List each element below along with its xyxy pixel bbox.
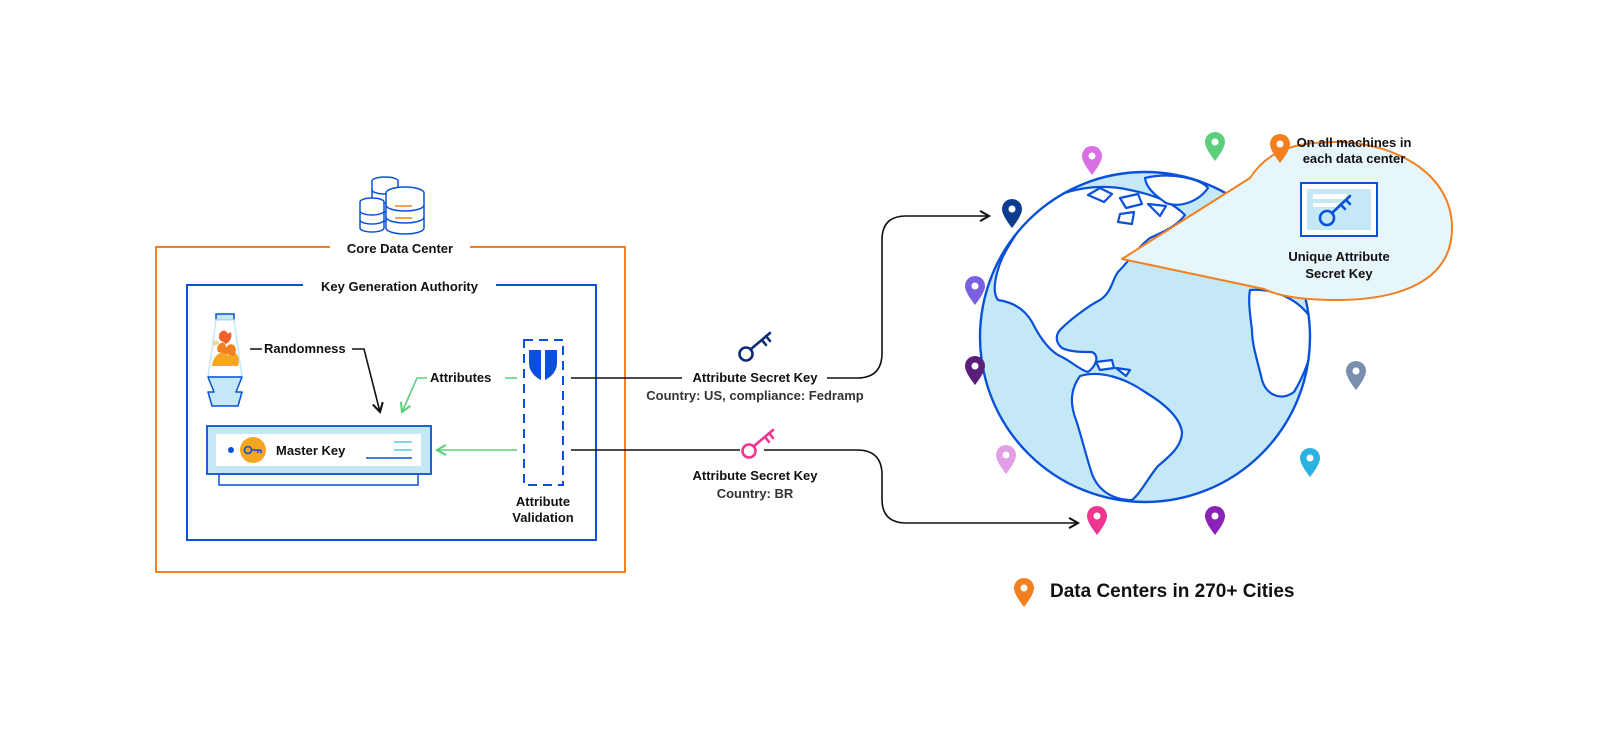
callout-header-line2: each data center bbox=[1302, 151, 1406, 166]
br-key-label: Attribute Secret Key Country: BR bbox=[665, 468, 845, 502]
key-icon-navy bbox=[738, 331, 772, 362]
br-key-subtitle: Country: BR bbox=[716, 486, 794, 501]
legend-label: Data Centers in 270+ Cities bbox=[1050, 581, 1295, 602]
pin-icon bbox=[1346, 361, 1366, 390]
callout-bubble bbox=[1121, 141, 1453, 301]
legend-pin-icon bbox=[1014, 578, 1034, 607]
key-icon-pink bbox=[741, 428, 775, 459]
attributes-label: Attributes bbox=[430, 370, 492, 385]
attribute-validation-label: Attribute Validation bbox=[503, 494, 583, 526]
callout-key-line1: Unique Attribute bbox=[1288, 249, 1390, 264]
callout-header: On all machines in each data center bbox=[1284, 135, 1424, 167]
pin-icon bbox=[965, 356, 985, 385]
master-key-label: Master Key bbox=[276, 443, 346, 458]
pin-icon bbox=[1300, 448, 1320, 477]
randomness-arrow bbox=[250, 348, 380, 412]
pin-icon bbox=[996, 445, 1016, 474]
attribute-validation-line2: Validation bbox=[512, 510, 574, 525]
certificate-icon bbox=[1300, 182, 1378, 237]
br-key-connector bbox=[571, 449, 1078, 523]
callout-key-label: Unique Attribute Secret Key bbox=[1279, 248, 1399, 282]
pin-icon bbox=[1002, 199, 1022, 228]
attribute-validation-box bbox=[523, 339, 564, 486]
pin-icon bbox=[965, 276, 985, 305]
callout-key-line2: Secret Key bbox=[1305, 266, 1373, 281]
master-key-icon bbox=[240, 437, 266, 463]
us-key-label: Attribute Secret Key Country: US, compli… bbox=[635, 370, 875, 404]
map-pins bbox=[965, 132, 1366, 607]
shield-divider bbox=[541, 349, 545, 382]
pin-icon bbox=[1082, 146, 1102, 175]
database-icon bbox=[359, 176, 425, 235]
attributes-arrow bbox=[402, 377, 517, 412]
core-data-center-title: Core Data Center bbox=[330, 241, 470, 257]
lava-lamp-icon bbox=[207, 313, 243, 407]
attribute-validation-line1: Attribute bbox=[515, 494, 571, 509]
pin-icon bbox=[1087, 506, 1107, 535]
br-key-title: Attribute Secret Key bbox=[692, 468, 818, 483]
pin-icon bbox=[1205, 132, 1225, 161]
pin-icon bbox=[1205, 506, 1225, 535]
us-key-subtitle: Country: US, compliance: Fedramp bbox=[646, 388, 864, 403]
us-key-title: Attribute Secret Key bbox=[692, 370, 818, 385]
callout-header-line1: On all machines in bbox=[1296, 135, 1412, 150]
us-key-connector bbox=[571, 216, 989, 379]
randomness-label: Randomness bbox=[264, 341, 346, 356]
key-generation-authority-title: Key Generation Authority bbox=[303, 279, 496, 295]
